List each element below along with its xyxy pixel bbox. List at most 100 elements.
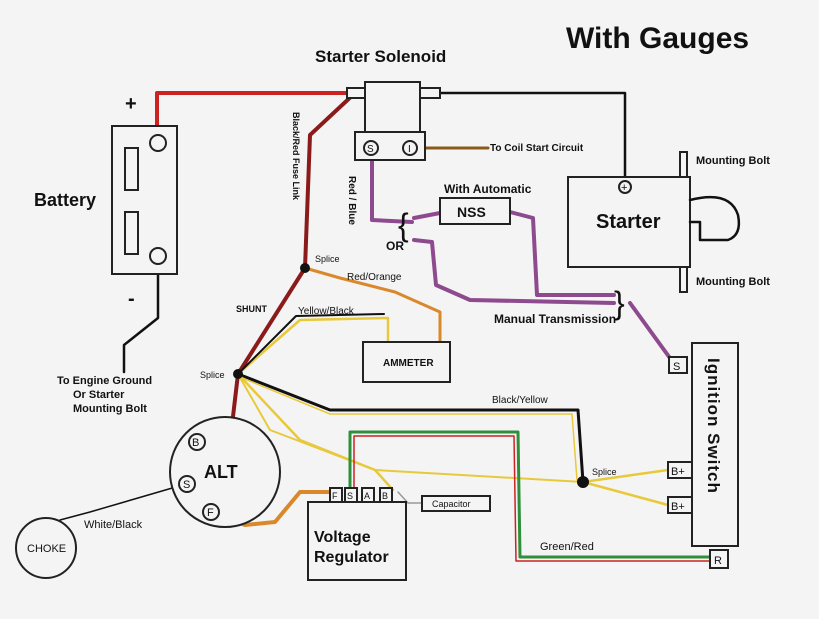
vr-s-label: S: [347, 491, 353, 501]
battery-cell-top: [124, 147, 139, 191]
alt-terminal-b: [188, 433, 206, 451]
splice-left-dot: [233, 369, 243, 379]
alt-s-label: S: [183, 479, 190, 491]
wire-red-orange: [303, 266, 442, 344]
battery-positive-post: [149, 134, 167, 152]
splice-right-label: Splice: [592, 467, 617, 477]
mounting-bolt-top-label: Mounting Bolt: [696, 155, 770, 167]
shunt-label: SHUNT: [236, 304, 268, 314]
ammeter-box: [362, 341, 451, 383]
vr-label-line2: Regulator: [314, 549, 389, 566]
wire-brace-ignition: [628, 301, 677, 367]
wire-battery-positive: [155, 91, 357, 142]
ammeter-label: AMMETER: [383, 358, 434, 369]
manual-transmission-label: Manual Transmission: [494, 312, 616, 326]
wire-battery-ground: [122, 254, 160, 374]
wire-nss-left: [412, 211, 442, 220]
alt-label: ALT: [204, 462, 238, 482]
or-label: OR: [386, 239, 404, 253]
battery-negative-post: [149, 247, 167, 265]
solenoid-s-label: S: [367, 144, 374, 155]
battery-case: [111, 125, 178, 275]
wire-solenoid-starter: [438, 91, 627, 187]
solenoid-stud-left: [346, 87, 366, 99]
voltage-regulator: F S A B Voltage Regulator: [307, 487, 407, 581]
battery-minus-sign: -: [128, 288, 135, 310]
ignition-label: Ignition Switch: [704, 358, 723, 494]
capacitor: Capacitor: [421, 495, 491, 512]
alt-terminal-s: [178, 475, 196, 493]
wire-yellow-2: [237, 373, 584, 483]
wire-yellow-black-2: [237, 313, 385, 375]
wire-black-yellow-stripe: [239, 376, 578, 481]
mounting-bolt-bottom-label: Mounting Bolt: [696, 276, 770, 288]
solenoid-body: [364, 81, 421, 133]
wires: [59, 91, 712, 562]
red-blue-label: Red / Blue: [346, 176, 357, 225]
wire-red-blue: [370, 156, 414, 224]
starter-post-symbol: +: [621, 182, 627, 194]
battery-cell-bottom: [124, 211, 139, 255]
vr-a-label: A: [364, 491, 370, 501]
ground-label: To Engine Ground Or Starter Mounting Bol…: [57, 375, 152, 415]
wire-nss-right: [508, 210, 616, 297]
capacitor-box: [421, 495, 491, 512]
wire-splice-b2: [581, 480, 670, 507]
vr-f-label: F: [332, 491, 338, 501]
page-title: With Gauges: [566, 22, 749, 55]
choke-body: [15, 517, 77, 579]
starter-bolt-bottom: [679, 266, 688, 293]
battery-label: Battery: [34, 190, 96, 210]
wire-splice-b1: [581, 468, 670, 484]
ign-terminal-r: [709, 549, 729, 569]
solenoid-terminal-s: [363, 140, 379, 156]
choke: CHOKE: [15, 517, 77, 579]
starter-label: Starter: [596, 211, 661, 233]
wire-yellow-black: [236, 316, 390, 376]
wire-green-red: [348, 430, 712, 559]
splice-top-dot: [300, 263, 310, 273]
ground-label-line3: Mounting Bolt: [73, 403, 147, 415]
brace-left: {: [398, 207, 409, 243]
vr-label-line1: Voltage: [314, 529, 371, 546]
alt-f-label: F: [207, 507, 214, 519]
starter-bolt-top: [679, 151, 688, 178]
starter-solenoid: Starter Solenoid S I To Coil Start Circu…: [315, 47, 584, 161]
wire-green-red-stripe: [353, 435, 711, 562]
alt-b-label: B: [192, 437, 199, 449]
ign-s-label: S: [673, 361, 680, 373]
black-yellow-label: Black/Yellow: [492, 395, 549, 406]
white-black-label: White/Black: [84, 519, 143, 531]
starter-post: [618, 180, 632, 194]
ign-terminal-s: [668, 356, 688, 374]
choke-label: CHOKE: [27, 543, 66, 555]
ign-b1-label: B+: [671, 466, 685, 478]
starter: + Starter Mounting Bolt Mounting Bolt: [567, 151, 770, 293]
coil-start-label: To Coil Start Circuit: [490, 143, 584, 154]
wire-black-yellow: [236, 372, 585, 484]
battery-plus-sign: +: [125, 93, 137, 115]
solenoid-stud-right: [419, 87, 441, 99]
ign-r-label: R: [714, 555, 722, 567]
solenoid-i-label: I: [408, 144, 411, 155]
nss-box: [439, 197, 511, 225]
fuse-link-label: Black/Red Fuse Link: [291, 112, 301, 201]
splice-top-label: Splice: [315, 254, 340, 264]
ground-label-line2: Or Starter: [73, 389, 125, 401]
ign-terminal-b1: [667, 461, 693, 479]
splice-left-label: Splice: [200, 370, 225, 380]
starter-drive: [688, 195, 741, 242]
nss-label: NSS: [457, 204, 486, 220]
wire-capacitor: [397, 491, 423, 504]
nss-section: With Automatic NSS { OR } Manual Transmi…: [386, 182, 625, 326]
ammeter: AMMETER: [362, 341, 451, 383]
red-orange-label: Red/Orange: [347, 272, 402, 283]
ign-terminal-b2: [667, 496, 693, 514]
green-red-label: Green/Red: [540, 541, 594, 553]
alternator: ALT B S F: [169, 416, 281, 528]
ignition-switch: Ignition Switch S B+ B+ R: [667, 342, 739, 569]
wire-choke: [59, 483, 187, 521]
splice-right-dot: [577, 476, 589, 488]
alt-terminal-f: [202, 503, 220, 521]
